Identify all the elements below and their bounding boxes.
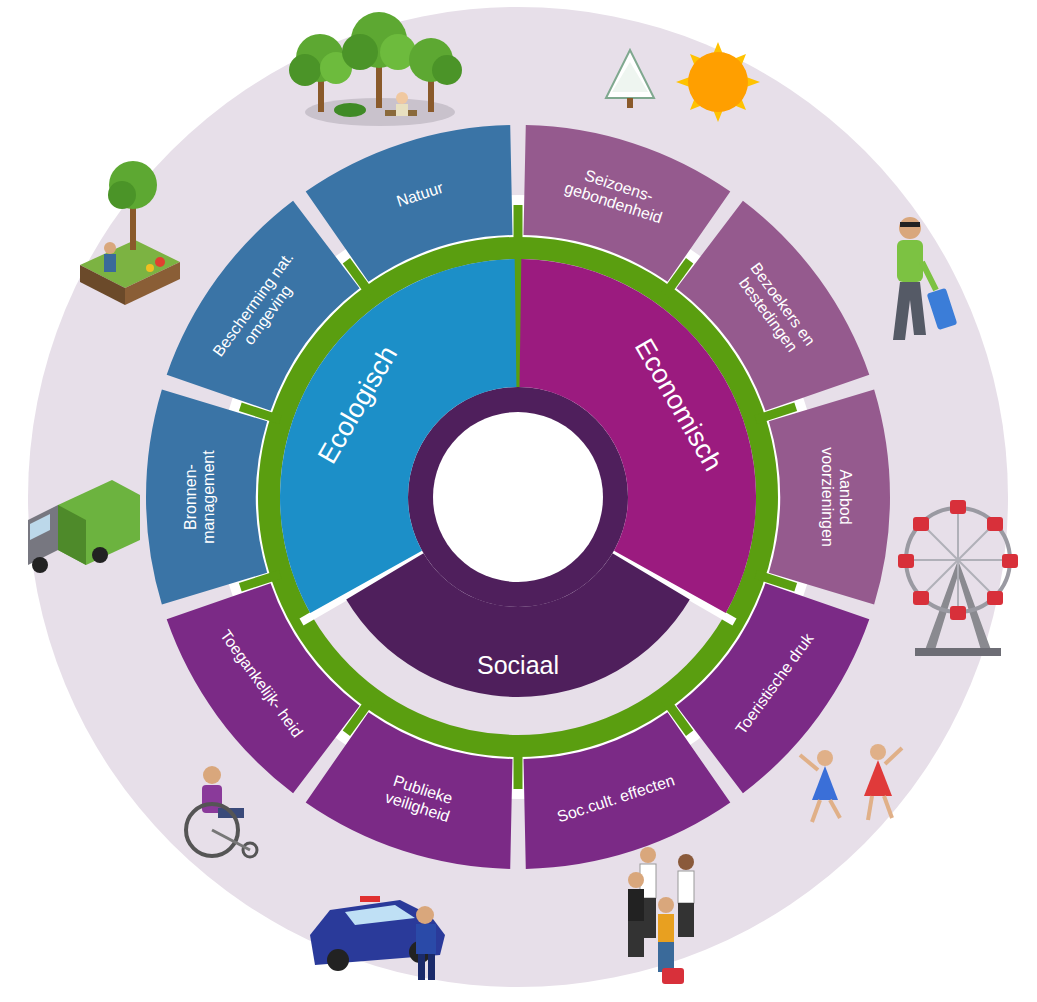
dancers-icon (800, 744, 902, 822)
sector-fill (167, 201, 360, 411)
theme-sector: Bronnen- management (146, 389, 268, 605)
green-ring (269, 248, 767, 746)
theme-label: Aanbod voorzieningen (818, 432, 855, 562)
theme-sector: Aanbod voorzieningen (768, 389, 890, 605)
label-group: Sociaal (418, 651, 618, 680)
wheelchair-icon (186, 766, 257, 857)
label-group: Aanbod voorzieningen (818, 432, 855, 562)
sector-fill (676, 583, 869, 793)
trees-icon (289, 12, 462, 126)
sector-fill (146, 389, 267, 604)
center-hole (433, 412, 603, 582)
sector-fill (676, 201, 869, 411)
ferris-wheel-icon (898, 500, 1018, 656)
green-stub (514, 747, 523, 789)
theme-sector: Soc.cult. effecten (523, 712, 731, 869)
dark-ring (408, 387, 628, 607)
label-group: Bronnen- management (182, 432, 219, 562)
sector-fill (523, 712, 730, 869)
sector-fill (346, 553, 690, 697)
season-icons (606, 42, 760, 122)
people-icon (628, 847, 694, 984)
green-stub (514, 205, 523, 247)
theme-label: Bronnen- management (182, 432, 219, 562)
theme-sector: Bezoekers en bestedingen (676, 200, 870, 411)
truck-icon (28, 480, 140, 573)
theme-sector: Bescherming nat. omgeving (166, 200, 360, 411)
pillar-label: Sociaal (418, 651, 618, 680)
outer-disc (28, 7, 1008, 987)
pillar-sector: Sociaal (346, 553, 690, 697)
theme-sector: Toeristische druk (676, 583, 870, 794)
theme-sector: Toegankelijk- heid (166, 583, 360, 794)
sector-fill (769, 389, 890, 604)
sector-fill (167, 583, 360, 793)
garden-icon (80, 161, 180, 305)
traveler-icon (893, 217, 957, 340)
police-car-icon (310, 896, 445, 980)
